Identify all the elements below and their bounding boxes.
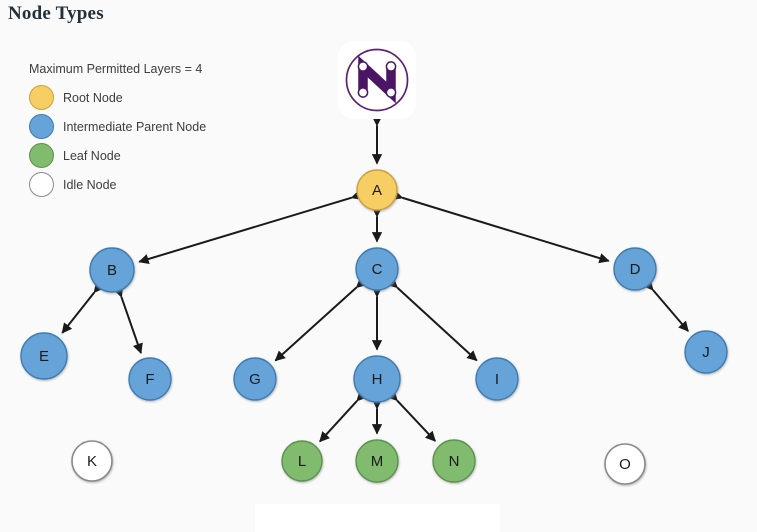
node-circle	[353, 355, 401, 403]
graph-node-n[interactable]: N	[432, 439, 476, 483]
root-node-swatch-icon	[29, 85, 54, 110]
graph-node-e[interactable]: E	[20, 332, 68, 380]
node-circle	[432, 439, 476, 483]
graph-edge-b-f	[113, 286, 143, 355]
legend-caption: Maximum Permitted Layers = 4	[29, 62, 203, 76]
graph-node-m[interactable]: M	[355, 439, 399, 483]
node-label: I	[495, 371, 499, 388]
idle-node-swatch-icon	[29, 172, 54, 197]
node-label: F	[145, 371, 154, 388]
legend-item-label: Leaf Node	[63, 148, 121, 163]
intermediate-node-swatch-icon	[29, 114, 54, 139]
root-logo-card	[338, 41, 416, 119]
node-label: O	[619, 456, 631, 473]
network-n-logo-icon	[345, 48, 409, 112]
node-label: L	[298, 453, 306, 470]
graph-edge-h-l	[319, 390, 368, 443]
graph-node-d[interactable]: D	[613, 247, 657, 291]
node-circle	[355, 247, 399, 291]
node-label: G	[249, 371, 261, 388]
node-layer: A B C D E F G H I J K L M N O	[20, 169, 728, 485]
graph-node-i[interactable]: I	[475, 357, 519, 401]
graph-node-j[interactable]: J	[684, 330, 728, 374]
node-circle	[71, 440, 113, 482]
node-circle	[128, 357, 172, 401]
legend-item-root: Root Node	[29, 83, 289, 112]
node-label: D	[630, 261, 641, 278]
node-label: J	[702, 344, 710, 361]
node-circle	[20, 332, 68, 380]
graph-node-a[interactable]: A	[356, 169, 398, 211]
graph-node-h[interactable]: H	[353, 355, 401, 403]
node-circle	[684, 330, 728, 374]
legend-item-idle: Idle Node	[29, 170, 289, 199]
graph-node-c[interactable]: C	[355, 247, 399, 291]
graph-edge-h-n	[386, 390, 436, 442]
node-circle	[233, 357, 277, 401]
node-label: B	[107, 262, 117, 279]
edge-layer	[61, 116, 689, 443]
graph-edge-b-e	[61, 281, 105, 334]
node-circle	[355, 439, 399, 483]
node-label: E	[39, 348, 49, 365]
node-label: A	[372, 182, 382, 199]
node-circle	[89, 247, 135, 293]
leaf-node-swatch-icon	[29, 143, 54, 168]
graph-node-f[interactable]: F	[128, 357, 172, 401]
node-circle	[475, 357, 519, 401]
node-label: M	[371, 453, 384, 470]
graph-edge-c-g	[274, 277, 368, 362]
node-label: H	[372, 371, 383, 388]
legend-item-intermediate: Intermediate Parent Node	[29, 112, 289, 141]
graph-edge-c-i	[386, 277, 478, 362]
node-circle	[281, 440, 323, 482]
node-circle	[613, 247, 657, 291]
legend-item-label: Root Node	[63, 90, 123, 105]
legend-item-label: Intermediate Parent Node	[63, 119, 207, 134]
graph-node-o[interactable]: O	[604, 443, 646, 485]
graph-node-l[interactable]: L	[281, 440, 323, 482]
graph-edge-d-j	[642, 279, 689, 332]
graph-edge-a-d	[391, 190, 610, 264]
graph-node-g[interactable]: G	[233, 357, 277, 401]
node-circle	[604, 443, 646, 485]
node-label: C	[372, 261, 383, 278]
graph-edge-a-b	[138, 189, 363, 265]
node-label: K	[87, 453, 97, 470]
bottom-sheet-edge	[255, 504, 500, 532]
node-label: N	[449, 453, 460, 470]
graph-node-k[interactable]: K	[71, 440, 113, 482]
legend-item-leaf: Leaf Node	[29, 141, 289, 170]
legend-panel: Maximum Permitted Layers = 4 Root Node I…	[29, 62, 289, 199]
graph-node-b[interactable]: B	[89, 247, 135, 293]
legend-item-label: Idle Node	[63, 177, 117, 192]
node-circle	[356, 169, 398, 211]
page-title: Node Types	[8, 3, 104, 24]
